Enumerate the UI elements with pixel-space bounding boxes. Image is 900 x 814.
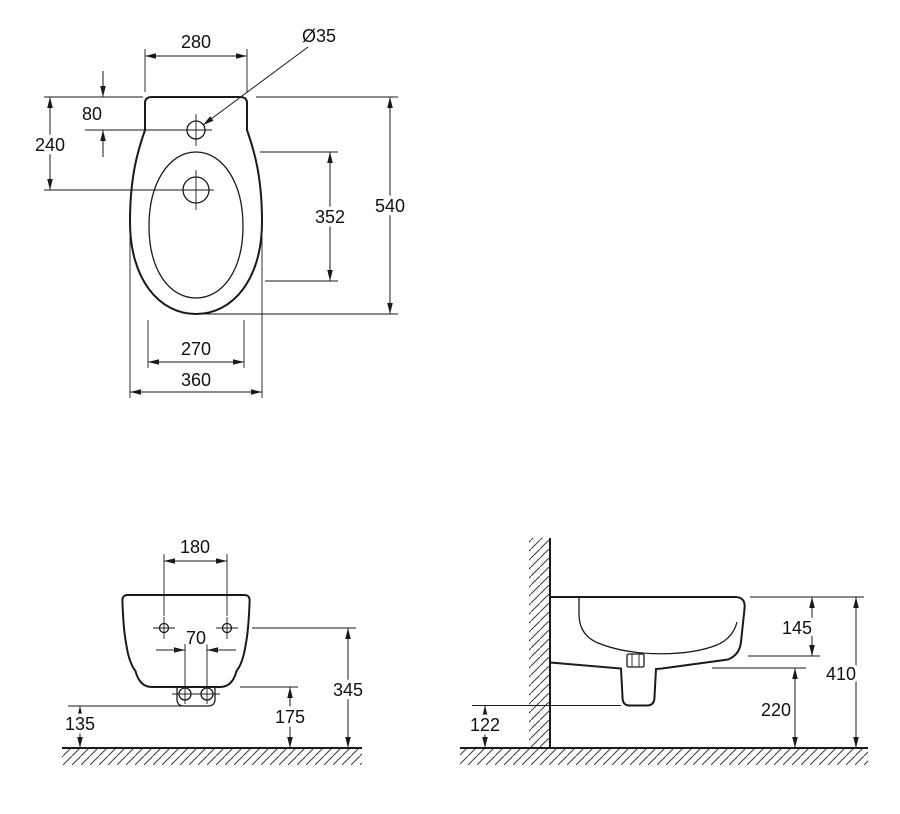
dim-label-240: 240 bbox=[35, 135, 65, 155]
dim-front-rim-depth: 145 bbox=[748, 597, 820, 657]
dim-label-122: 122 bbox=[470, 715, 500, 735]
top-view: 280 Ø35 80 240 352 bbox=[31, 23, 409, 398]
dim-overall-depth: 540 bbox=[204, 96, 409, 315]
dim-label-352: 352 bbox=[315, 207, 345, 227]
dim-drain-height: 135 bbox=[61, 705, 183, 748]
front-view: 180 70 345 175 135 bbox=[61, 534, 367, 765]
dim-label-180: 180 bbox=[180, 537, 210, 557]
bidet-bowl-outline bbox=[148, 151, 244, 299]
dim-label-220: 220 bbox=[761, 700, 791, 720]
dim-label-280: 280 bbox=[181, 32, 211, 52]
dim-deck-width: 280 bbox=[144, 29, 248, 92]
dim-label-70: 70 bbox=[186, 628, 206, 648]
side-view: 145 220 410 122 bbox=[460, 538, 868, 765]
dim-label-175: 175 bbox=[275, 707, 305, 727]
dim-bowl-length: 352 bbox=[260, 151, 349, 282]
dim-tap-hole-diameter: Ø35 bbox=[202, 23, 340, 126]
drain-boss-front bbox=[176, 687, 216, 707]
dim-label-270: 270 bbox=[181, 339, 211, 359]
dim-label-dia35: Ø35 bbox=[302, 26, 336, 46]
fixing-holes bbox=[153, 617, 238, 639]
dim-label-540: 540 bbox=[375, 196, 405, 216]
wall-hatch bbox=[529, 538, 550, 748]
dim-overall-height: 410 bbox=[822, 597, 860, 748]
bidet-side-outline bbox=[549, 596, 746, 707]
dim-label-145: 145 bbox=[782, 618, 812, 638]
ground-hatch-side bbox=[460, 748, 868, 765]
dim-label-135: 135 bbox=[65, 714, 95, 734]
dim-underside-height: 175 bbox=[240, 686, 309, 748]
dim-label-360: 360 bbox=[181, 370, 211, 390]
dim-label-410: 410 bbox=[826, 664, 856, 684]
dim-label-345: 345 bbox=[333, 680, 363, 700]
dim-underside-clearance: 220 bbox=[712, 667, 806, 748]
dim-drain-clearance: 122 bbox=[466, 705, 621, 748]
drain-bolt-holes bbox=[172, 687, 220, 701]
ground-hatch-front bbox=[62, 748, 362, 765]
dim-overall-width: 360 bbox=[129, 236, 263, 398]
dim-bowl-width: 270 bbox=[147, 320, 245, 368]
dim-fixing-spacing: 180 bbox=[163, 534, 228, 616]
drain-fitting-side bbox=[626, 653, 645, 668]
dim-tap-hole-offset: 80 bbox=[44, 71, 143, 157]
dim-fixing-height: 345 bbox=[252, 627, 367, 748]
bowl-profile-line bbox=[578, 597, 738, 655]
bidet-front-outline bbox=[121, 594, 251, 688]
dim-drain-bolt-spacing: 70 bbox=[156, 625, 236, 704]
dim-drain-offset: 240 bbox=[31, 97, 69, 190]
dim-label-80: 80 bbox=[82, 104, 102, 124]
